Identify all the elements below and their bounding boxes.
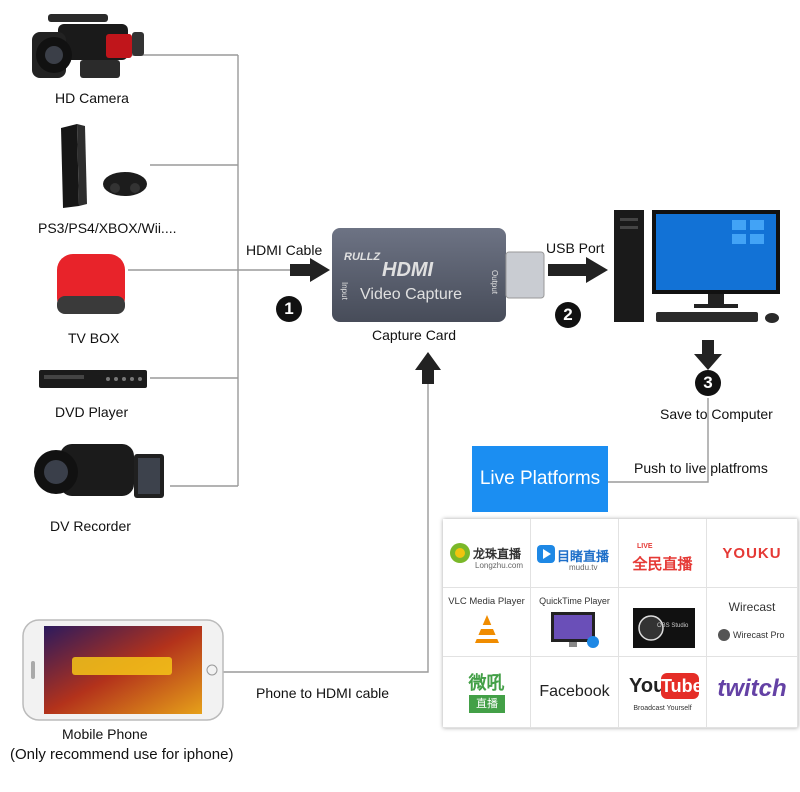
facebook-logo: Facebook xyxy=(531,657,619,728)
weibo-logo: 微吼 直播 xyxy=(443,657,531,728)
vlc-logo: VLC Media Player xyxy=(443,588,531,657)
card-input: Input xyxy=(340,282,349,301)
game-console-icon xyxy=(61,124,147,208)
card-brand: RULLZ xyxy=(344,251,381,263)
dv-recorder-label: DV Recorder xyxy=(50,518,131,534)
capture-card-icon: RULLZ HDMI Video Capture Input Output xyxy=(332,228,545,322)
live-platforms-box: Live Platforms xyxy=(472,446,608,512)
longzhu-dragon-icon xyxy=(450,543,470,563)
mudu-logo: 目睹直播 mudu.tv xyxy=(531,519,619,588)
mudu-name: 目睹直播 xyxy=(557,549,610,564)
youtube-sub: Broadcast Yourself xyxy=(633,705,692,712)
twitch-logo: twitch xyxy=(707,657,798,728)
push-live-label: Push to live platfroms xyxy=(634,460,768,476)
youtube-logo: You Tube Broadcast Yourself xyxy=(619,657,707,728)
wirecast-name: Wirecast xyxy=(728,600,776,614)
weibo-name: 微吼 xyxy=(468,673,505,693)
hd-camera-label: HD Camera xyxy=(55,90,129,106)
mudu-play-icon xyxy=(537,545,555,563)
hd-camera-icon xyxy=(32,14,144,78)
consoles-label: PS3/PS4/XBOX/Wii.... xyxy=(38,220,177,236)
card-product: Video Capture xyxy=(360,286,462,303)
phone-to-hdmi-label: Phone to HDMI cable xyxy=(256,685,390,701)
capture-card-caption: Capture Card xyxy=(372,327,457,343)
wirecast-pro-name: Wirecast Pro xyxy=(733,630,785,640)
obs-name: OBS Studio xyxy=(657,623,689,629)
twitch-name: twitch xyxy=(717,675,787,702)
dvd-player-icon xyxy=(39,370,147,388)
quanmin-logo: LIVE 全民直播 xyxy=(619,519,707,588)
usb-port-label: USB Port xyxy=(546,240,605,256)
vlc-name: VLC Media Player xyxy=(448,596,525,607)
wirecast-logo: Wirecast Wirecast Pro xyxy=(707,588,798,657)
obs-icon xyxy=(633,608,695,648)
youtube-tube: Tube xyxy=(661,673,703,699)
step-1-badge: 1 xyxy=(276,296,302,322)
tv-box-label: TV BOX xyxy=(68,330,120,346)
step-3-badge: 3 xyxy=(695,370,721,396)
dv-recorder-icon xyxy=(34,444,164,498)
youku-logo: YOUKU xyxy=(707,519,798,588)
hdmi-cable-label: HDMI Cable xyxy=(246,242,323,258)
step-2-badge: 2 xyxy=(555,302,581,328)
card-output: Output xyxy=(490,270,499,295)
quanmin-live: LIVE xyxy=(637,543,653,550)
save-label: Save to Computer xyxy=(660,406,773,422)
mudu-url: mudu.tv xyxy=(569,563,598,572)
quicktime-monitor-icon xyxy=(551,612,599,648)
weibo-sub: 直播 xyxy=(469,695,505,713)
mobile-phone-icon xyxy=(22,619,224,721)
obs-logo: OBS Studio xyxy=(619,588,707,657)
computer-icon xyxy=(614,210,780,323)
mobile-phone-note: (Only recommend use for iphone) xyxy=(10,746,234,763)
card-hdmi-logo: HDMI xyxy=(382,259,434,281)
live-platform-logos: 龙珠直播 Longzhu.com 目睹直播 mudu.tv LIVE 全民直播 … xyxy=(443,519,798,728)
longzhu-name: 龙珠直播 xyxy=(473,547,522,561)
quicktime-logo: QuickTime Player xyxy=(531,588,619,657)
quicktime-name: QuickTime Player xyxy=(539,596,610,606)
youtube-you: You xyxy=(629,675,666,697)
youku-name: YOUKU xyxy=(722,545,782,562)
vlc-cone-icon xyxy=(475,615,499,643)
dvd-player-label: DVD Player xyxy=(55,404,129,420)
quanmin-name: 全民直播 xyxy=(632,556,693,573)
wirecast-icon xyxy=(718,629,730,641)
mobile-phone-label: Mobile Phone xyxy=(62,726,148,742)
longzhu-logo: 龙珠直播 Longzhu.com xyxy=(443,519,531,588)
facebook-name: Facebook xyxy=(539,683,610,700)
tv-box-icon xyxy=(57,254,125,314)
longzhu-url: Longzhu.com xyxy=(475,561,524,570)
